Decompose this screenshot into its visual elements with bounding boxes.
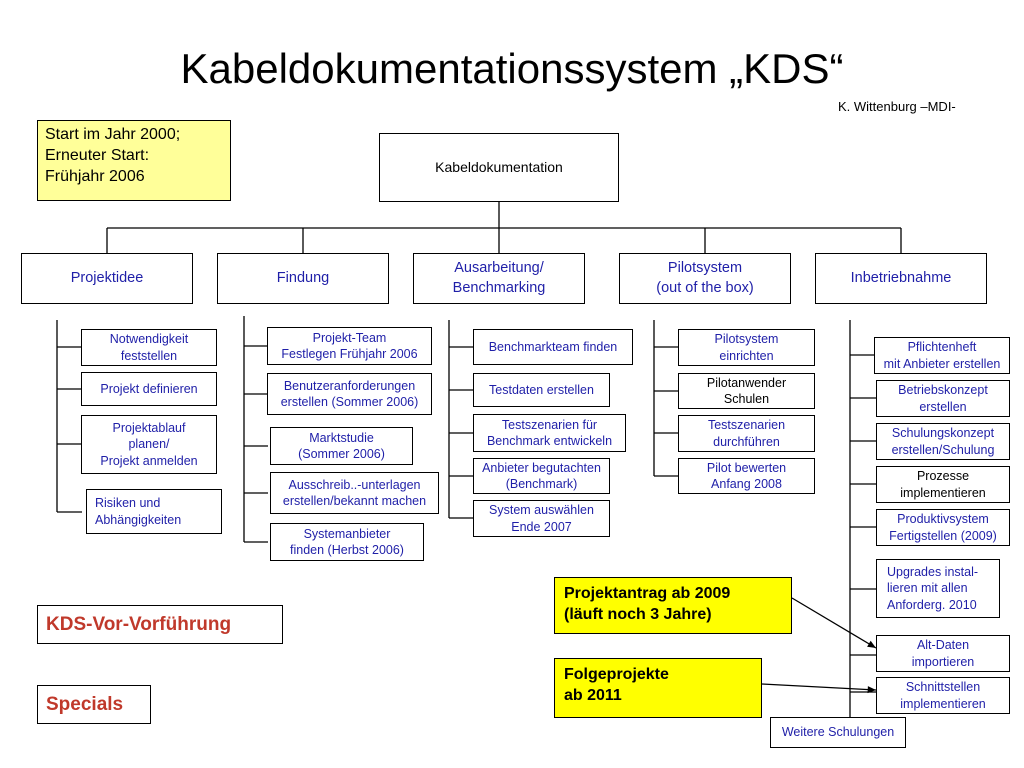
arrow-head [867, 640, 876, 648]
item-ausschreibung: Ausschreib..-unterlagen erstellen/bekann… [270, 472, 439, 514]
item-projekt-team: Projekt-Team Festlegen Frühjahr 2006 [267, 327, 432, 365]
item-projekt-definieren: Projekt definieren [81, 372, 217, 406]
callout-arrow [761, 683, 877, 691]
item-testszenarien-durchfuehren: Testszenarien durchführen [678, 415, 815, 452]
start-note: Start im Jahr 2000; Erneuter Start: Früh… [37, 120, 231, 201]
author-label: K. Wittenburg –MDI- [838, 99, 956, 114]
category-inbetriebnahme: Inbetriebnahme [815, 253, 987, 304]
callout-projektantrag: Projektantrag ab 2009 (läuft noch 3 Jahr… [554, 577, 792, 634]
item-benchmarkteam: Benchmarkteam finden [473, 329, 633, 365]
item-pflichtenheft: Pflichtenheft mit Anbieter erstellen [874, 337, 1010, 374]
arrow-head [867, 686, 876, 694]
item-testszenarien-benchmark: Testszenarien für Benchmark entwickeln [473, 414, 626, 452]
root-node: Kabeldokumentation [379, 133, 619, 202]
link-kds-vor-vorfuehrung[interactable]: KDS-Vor-Vorführung [37, 605, 283, 644]
callout-folgeprojekte: Folgeprojekte ab 2011 [554, 658, 762, 718]
item-weitere-schulungen: Weitere Schulungen [770, 717, 906, 748]
item-pilot-bewerten: Pilot bewerten Anfang 2008 [678, 458, 815, 494]
category-ausarbeitung: Ausarbeitung/ Benchmarking [413, 253, 585, 304]
callout-arrow [791, 597, 877, 649]
category-findung: Findung [217, 253, 389, 304]
item-marktstudie: Marktstudie (Sommer 2006) [270, 427, 413, 465]
item-pilotsystem-einrichten: Pilotsystem einrichten [678, 329, 815, 366]
item-schulungskonzept: Schulungskonzept erstellen/Schulung [876, 423, 1010, 460]
item-schnittstellen: Schnittstellen implementieren [876, 677, 1010, 714]
item-betriebskonzept: Betriebskonzept erstellen [876, 380, 1010, 417]
item-upgrades: Upgrades instal- lieren mit allen Anford… [876, 559, 1000, 618]
item-risiken: Risiken und Abhängigkeiten [86, 489, 222, 534]
item-pilotanwender: Pilotanwender Schulen [678, 373, 815, 409]
item-testdaten: Testdaten erstellen [473, 373, 610, 407]
item-system-auswaehlen: System auswählen Ende 2007 [473, 500, 610, 537]
item-systemanbieter: Systemanbieter finden (Herbst 2006) [270, 523, 424, 561]
item-prozesse: Prozesse implementieren [876, 466, 1010, 503]
item-produktivsystem: Produktivsystem Fertigstellen (2009) [876, 509, 1010, 546]
item-benutzeranforderungen: Benutzeranforderungen erstellen (Sommer … [267, 373, 432, 415]
item-notwendigkeit: Notwendigkeit feststellen [81, 329, 217, 366]
page-title: Kabeldokumentationssystem „KDS“ [180, 45, 844, 92]
item-projektablauf: Projektablauf planen/ Projekt anmelden [81, 415, 217, 474]
category-projektidee: Projektidee [21, 253, 193, 304]
item-anbieter-begutachten: Anbieter begutachten (Benchmark) [473, 458, 610, 494]
link-specials[interactable]: Specials [37, 685, 151, 724]
item-alt-daten: Alt-Daten importieren [876, 635, 1010, 672]
category-pilotsystem: Pilotsystem (out of the box) [619, 253, 791, 304]
